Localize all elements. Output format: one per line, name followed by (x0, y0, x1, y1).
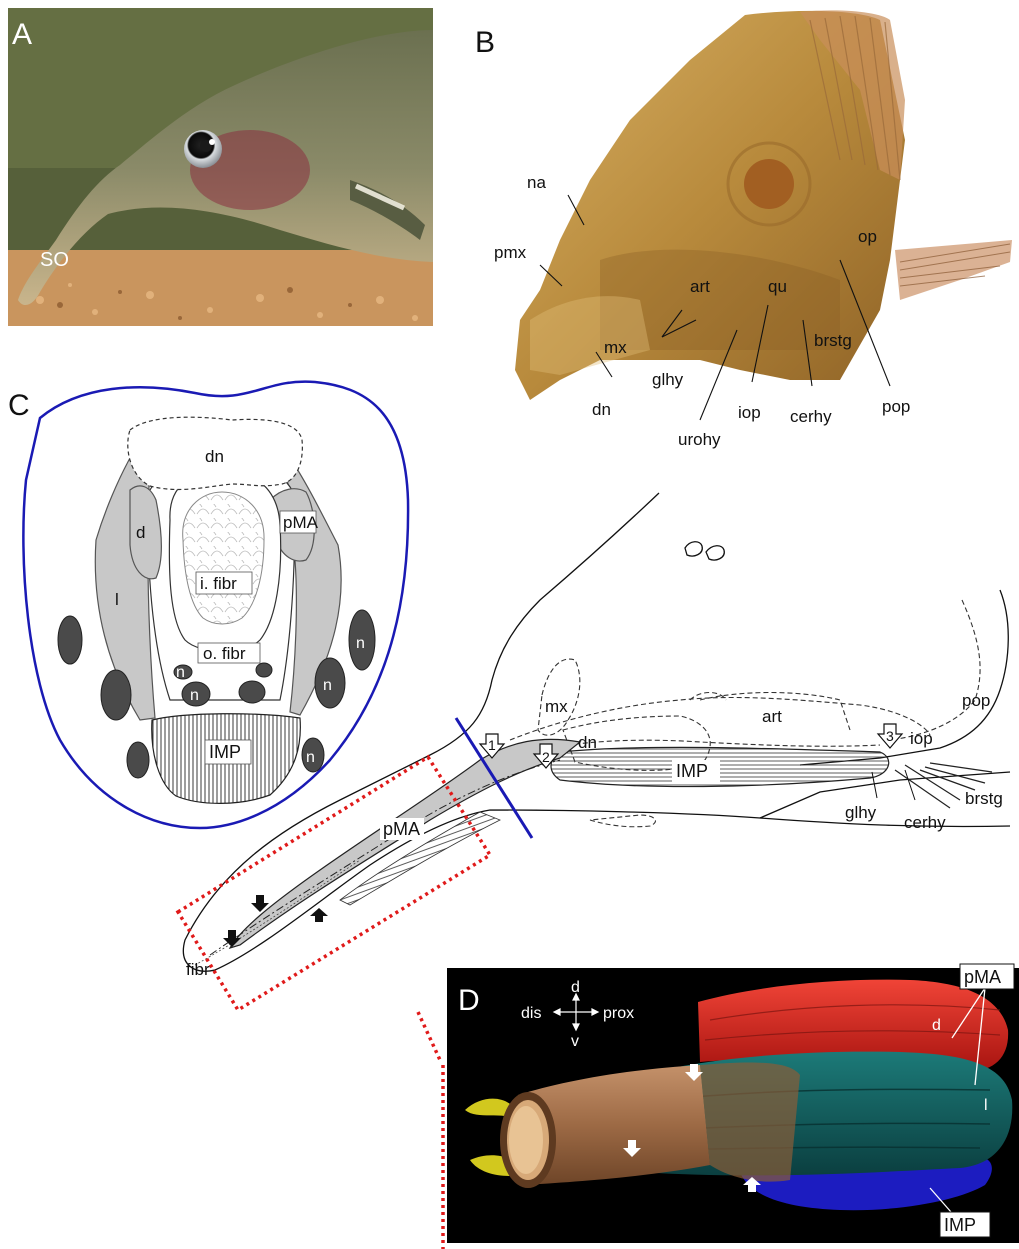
compass-v: v (571, 1033, 579, 1050)
d-label-imp: IMP (944, 1215, 976, 1235)
panel-a-photo (8, 8, 433, 326)
nerve-label: n (306, 749, 315, 766)
label-iop: iop (738, 403, 761, 422)
arrow-number-3: 3 (886, 728, 894, 744)
label-glhy: glhy (652, 370, 684, 389)
section-label-o-fibr: o. fibr (203, 644, 246, 663)
label-mx: mx (604, 338, 627, 357)
panel-d-letter: D (458, 984, 480, 1017)
label-art: art (690, 277, 710, 296)
side-label-imp: IMP (676, 761, 708, 781)
nerve-label: n (356, 635, 365, 652)
side-label-cerhy: cerhy (904, 813, 946, 832)
panel-b-letter: B (475, 26, 495, 59)
nerve-label: n (190, 687, 199, 704)
side-label-brstg: brstg (965, 789, 1003, 808)
side-label-pop: pop (962, 691, 990, 710)
label-qu: qu (768, 277, 787, 296)
d-label-l: l (984, 1097, 988, 1114)
arrow-number-1: 1 (488, 737, 496, 753)
label-so: SO (40, 249, 69, 271)
label-pop: pop (882, 397, 910, 416)
panel-c-letter: C (8, 389, 30, 422)
nerve-label: n (323, 677, 332, 694)
compass-d: d (571, 979, 580, 996)
panel-b-skull (515, 10, 1012, 400)
label-op: op (858, 227, 877, 246)
side-label-mx: mx (545, 697, 568, 716)
d-label-d: d (932, 1017, 941, 1034)
label-urohy: urohy (678, 430, 721, 449)
compass-dis: dis (521, 1005, 541, 1022)
compass-prox: prox (603, 1005, 634, 1022)
label-na: na (527, 173, 546, 192)
side-label-dn: dn (578, 733, 597, 752)
section-label-imp: IMP (209, 742, 241, 762)
label-brstg: brstg (814, 331, 852, 350)
side-label-glhy: glhy (845, 803, 877, 822)
arrow-number-2: 2 (542, 749, 550, 765)
side-label-art: art (762, 707, 782, 726)
section-label-pma: pMA (283, 513, 319, 532)
side-label-iop: iop (910, 729, 933, 748)
side-label-pma: pMA (383, 819, 420, 839)
label-cerhy: cerhy (790, 407, 832, 426)
section-label-i-fibr: i. fibr (200, 574, 237, 593)
section-label-d: d (136, 523, 145, 542)
side-view-bones (510, 600, 980, 827)
label-pmx: pmx (494, 243, 527, 262)
nerve-label: n (176, 664, 185, 681)
section-label-l: l (115, 590, 119, 609)
d-label-pma: pMA (964, 967, 1001, 987)
section-label-dn: dn (205, 447, 224, 466)
crop-box (178, 757, 490, 1249)
side-label-fibr: fibr (186, 960, 210, 979)
label-dn: dn (592, 400, 611, 419)
panel-a-letter: A (12, 18, 32, 51)
